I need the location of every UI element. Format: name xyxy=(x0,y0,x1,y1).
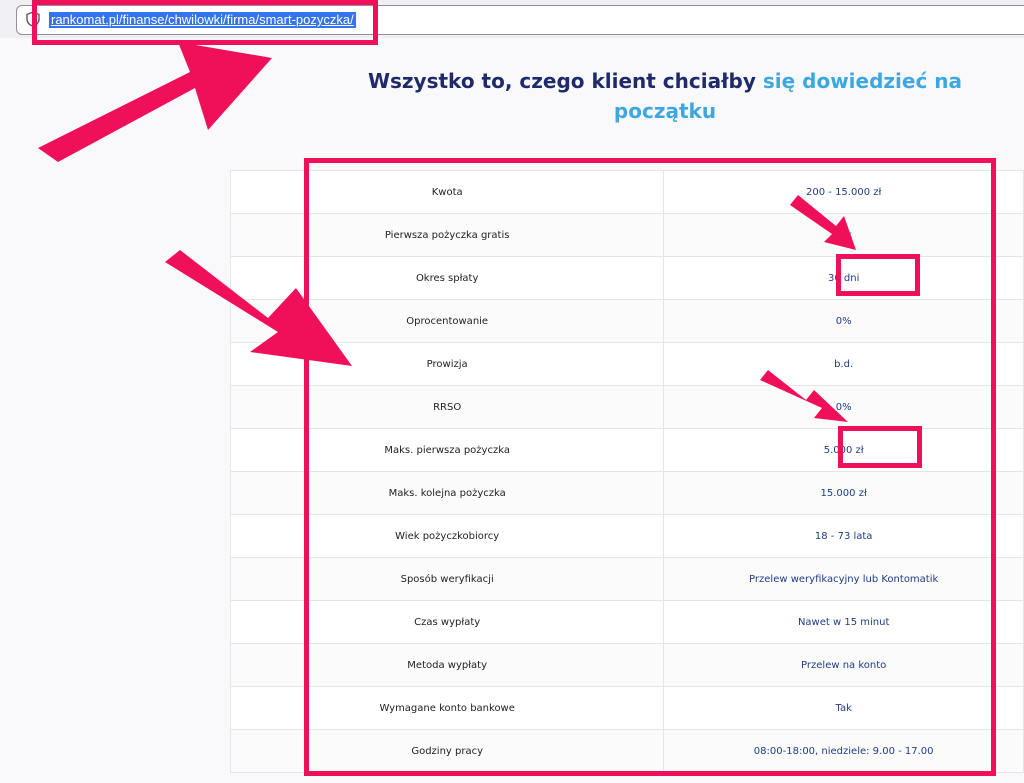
arrow-to-period xyxy=(790,195,856,250)
url-text[interactable]: rankomat.pl/finanse/chwilowki/firma/smar… xyxy=(49,12,356,28)
row-label: Kwota xyxy=(229,170,665,214)
row-label: Okres spłaty xyxy=(229,256,665,300)
first-loan-highlight-box xyxy=(838,426,922,468)
row-label: Wiek pożyczkobiorcy xyxy=(229,514,665,558)
heading-part-accent: się dowiedzieć na początku xyxy=(613,69,963,123)
heading-part-dark: Wszystko to, czego klient chciałby xyxy=(367,69,763,93)
arrow-to-url xyxy=(38,42,272,162)
row-value: Przelew na konto xyxy=(663,643,1024,687)
row-value: Przelew weryfikacyjny lub Kontomatik xyxy=(663,557,1024,601)
row-value: 0% xyxy=(663,385,1024,429)
row-label: Godziny pracy xyxy=(229,729,665,773)
row-value: 08:00-18:00, niedziele: 9.00 - 17.00 xyxy=(663,729,1024,773)
period-highlight-box xyxy=(836,254,920,296)
row-value: Nawet w 15 minut xyxy=(663,600,1024,644)
row-label: Sposób weryfikacji xyxy=(229,557,665,601)
browser-toolbar: rankomat.pl/finanse/chwilowki/firma/smar… xyxy=(0,0,1024,38)
table-highlight-box xyxy=(304,158,996,776)
url-value: rankomat.pl/finanse/chwilowki/firma/smar… xyxy=(51,12,354,27)
row-value: 15.000 zł xyxy=(663,471,1024,515)
row-value: Tak xyxy=(663,686,1024,730)
row-label: Wymagane konto bankowe xyxy=(229,686,665,730)
row-label: RRSO xyxy=(229,385,665,429)
row-value: 18 - 73 lata xyxy=(663,514,1024,558)
row-value: b.d. xyxy=(663,342,1024,386)
url-highlight-box xyxy=(32,0,378,45)
row-label: Metoda wypłaty xyxy=(229,643,665,687)
row-label: Maks. kolejna pożyczka xyxy=(229,471,665,515)
arrow-to-first-loan xyxy=(760,370,848,422)
page-heading: Wszystko to, czego klient chciałby się d… xyxy=(360,66,970,126)
row-label: Czas wypłaty xyxy=(229,600,665,644)
row-label: Pierwsza pożyczka gratis xyxy=(229,213,665,257)
row-value: 0% xyxy=(663,299,1024,343)
